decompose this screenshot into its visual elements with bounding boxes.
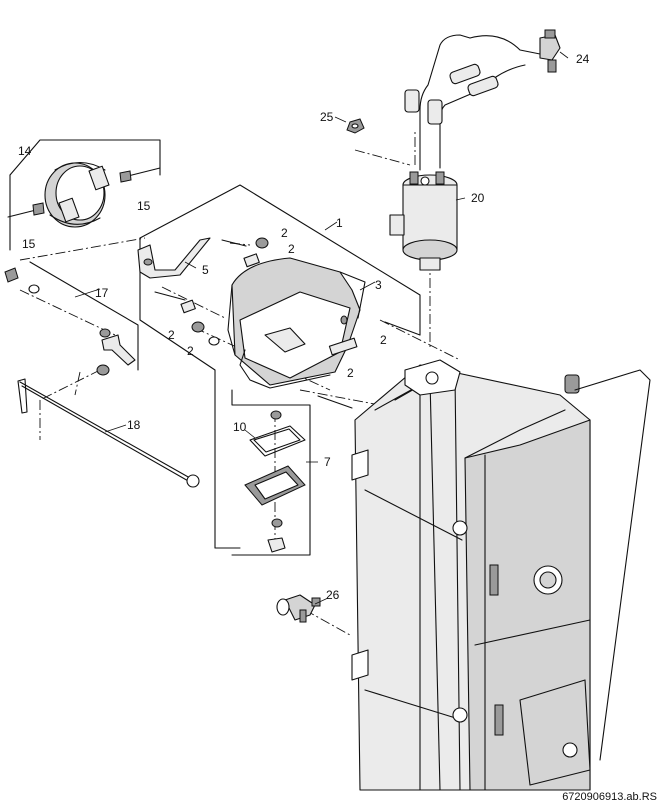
burner-housing: [227, 257, 366, 389]
label-14: 14: [18, 144, 32, 158]
label-2c: 2: [168, 328, 175, 342]
fitting-26: [276, 594, 321, 623]
label-26: 26: [326, 588, 340, 602]
nut-25: [346, 118, 365, 134]
rod-18: [17, 378, 200, 488]
label-5: 5: [202, 263, 209, 277]
screw-15-right: [119, 167, 161, 183]
label-7: 7: [324, 455, 331, 469]
label-15b: 15: [22, 237, 36, 251]
screw-15-left: [7, 202, 45, 218]
bracket-17: [4, 267, 136, 376]
label-25: 25: [320, 110, 334, 124]
vessel-20: [389, 171, 458, 271]
leader-lines: [74, 51, 569, 605]
part-labels: 1 2 2 2 2 2 2 3 5 7 10 14 15 15 17 18 20…: [18, 52, 590, 602]
label-20: 20: [471, 191, 485, 205]
hoses-24: [404, 29, 561, 171]
label-1: 1: [336, 216, 343, 230]
assembly-frames: [9, 139, 421, 556]
clamp-ring: [44, 161, 110, 228]
fasteners-2: [154, 237, 421, 409]
label-3: 3: [375, 278, 382, 292]
label-2f: 2: [347, 366, 354, 380]
reference-number: 6720906913.ab.RS: [562, 791, 657, 803]
label-10: 10: [233, 420, 247, 434]
bracket-5: [137, 237, 211, 279]
label-2d: 2: [187, 344, 194, 358]
label-2b: 2: [288, 242, 295, 256]
label-17: 17: [95, 286, 109, 300]
label-2a: 2: [281, 226, 288, 240]
label-24: 24: [576, 52, 590, 66]
label-2e: 2: [380, 333, 387, 347]
label-18: 18: [127, 418, 141, 432]
inspection-window-7: [244, 410, 306, 553]
heat-exchanger-body: [351, 359, 651, 791]
label-15a: 15: [137, 199, 151, 213]
